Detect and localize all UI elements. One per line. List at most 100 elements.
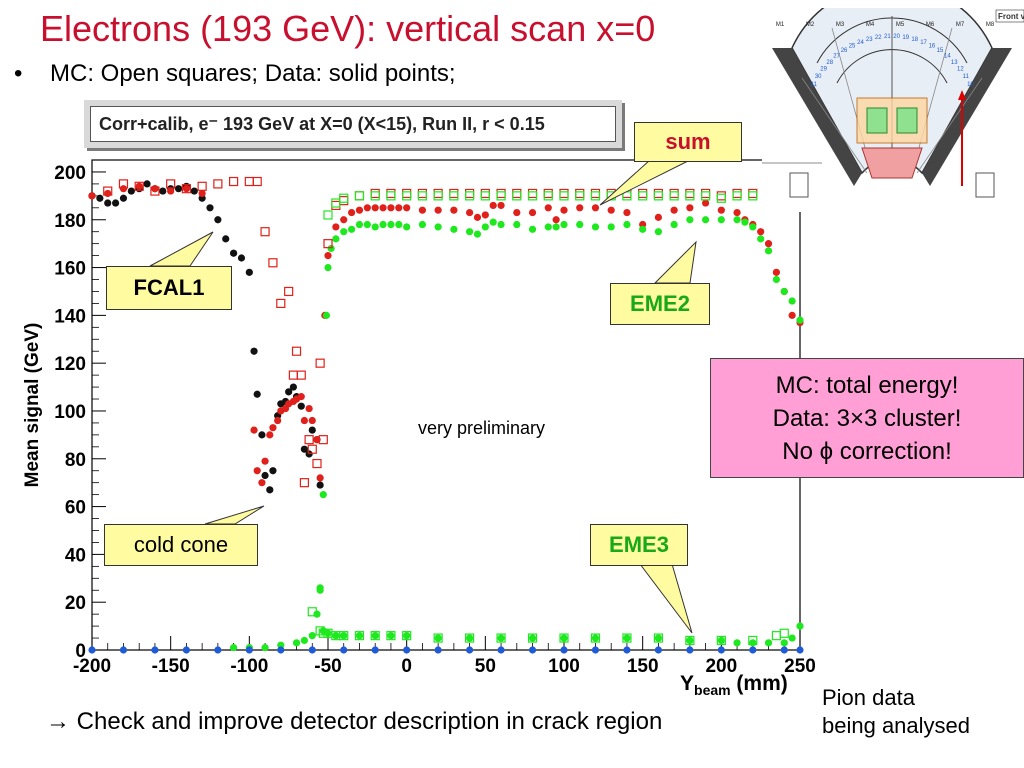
sum_mc-point (134, 181, 144, 191)
eme2_mc-point (331, 198, 341, 208)
sum_data-point (250, 426, 258, 434)
eme3_data-point (466, 634, 474, 642)
eme3_blue-point (654, 646, 663, 654)
eme3_mc-point (590, 633, 601, 643)
eme3_mc-point (527, 633, 538, 643)
y-axis-label: Mean signal (GeV) (22, 323, 43, 488)
eme2_data-point (757, 235, 765, 243)
eme3_mc-point (622, 633, 632, 643)
sum_mc-point (252, 176, 262, 187)
eme2_data-point (544, 223, 552, 231)
eme3_mc-point (318, 628, 328, 638)
eme3_data-point (733, 639, 741, 647)
sum_data-point (151, 185, 159, 193)
detector-label: M6 (926, 22, 935, 28)
eme2_data-point (639, 225, 647, 233)
x-tick-label: 100 (548, 656, 580, 677)
eme3_data-point (686, 636, 694, 645)
x-tick-label: -200 (73, 656, 111, 677)
sum_data-point (481, 211, 489, 219)
sum_data-point (395, 204, 403, 212)
fcal1_data-point (119, 194, 128, 202)
sum_mc-point (268, 258, 278, 268)
detector-label: 28 (826, 60, 833, 66)
sum_data-point (308, 416, 316, 425)
detector-label: 14 (944, 54, 951, 60)
x-tick-label: 200 (705, 656, 737, 677)
sum_data-point (135, 182, 143, 190)
eme3_blue-point (403, 646, 411, 654)
sum_mc-point (150, 186, 160, 196)
sum_data-point (88, 192, 96, 200)
y-tick-label: 20 (65, 593, 86, 614)
eme3_data-point (764, 639, 773, 647)
sum_data-point (104, 189, 112, 198)
eme3_blue-point (749, 646, 757, 654)
sum_data-point (450, 206, 458, 214)
eme2_data-point (395, 220, 403, 229)
y-tick-label: 140 (54, 306, 86, 327)
sum_data-point (403, 204, 411, 212)
cold-cone-callout: cold cone (104, 524, 258, 566)
sum-callout: sum (634, 122, 742, 162)
sum_data-point (340, 216, 348, 224)
eme3_blue-point (623, 646, 631, 654)
eme2_mc-point (417, 191, 427, 201)
detector-label: 22 (875, 35, 882, 41)
eme2_data-point (473, 230, 482, 238)
sum_data-point (607, 206, 615, 214)
detector-label: 18 (911, 37, 918, 43)
detector-label: 24 (857, 40, 864, 46)
sum_data-point (363, 204, 371, 212)
eme3_data-point (749, 639, 757, 647)
sum_data-point (497, 201, 505, 210)
eme3_data-point (292, 639, 301, 647)
eme3_blue-point (780, 646, 788, 654)
detector-label: 16 (929, 44, 936, 50)
eme2_data-point (749, 223, 757, 231)
eme3_mc-point (402, 631, 412, 641)
plot-title: Corr+calib, e⁻ 193 GeV at X=0 (X<15), Ru… (90, 106, 616, 142)
eme3_blue-point (796, 646, 804, 654)
eme2_mc-point (732, 191, 742, 201)
detector-label: M3 (836, 22, 845, 28)
sum_data-point (654, 213, 663, 221)
y-tick-label: 160 (54, 259, 86, 280)
eme3_data-point (355, 632, 364, 640)
eme3_blue-point (528, 646, 537, 654)
y-tick-label: 80 (65, 450, 86, 471)
x-tick-label: 250 (784, 656, 816, 677)
sum_data-point (560, 206, 568, 214)
fcal1_data-point (261, 471, 269, 480)
eme2_data-point (528, 225, 537, 233)
y-tick-label: 180 (54, 211, 86, 232)
sum_data-point (297, 393, 305, 401)
fcal1_data-point (96, 194, 104, 202)
fcal1_data-point (112, 199, 120, 207)
fcal1_data-point (127, 187, 135, 195)
sum_mc-point (213, 179, 223, 189)
y-tick-label: 100 (54, 402, 86, 423)
sum_mc-point (296, 370, 306, 380)
eme2_data-point (340, 228, 348, 236)
sum_data-point (434, 206, 442, 214)
fcal1_data-point (269, 467, 277, 475)
eme2_data-point (654, 228, 663, 236)
detector-label: M4 (866, 22, 875, 28)
pion-note: Pion data being analysed (822, 684, 970, 740)
fcal1_data-point (206, 204, 214, 212)
sum_data-point (473, 213, 482, 221)
eme3_mc-point (496, 633, 506, 643)
eme2_data-point (418, 220, 426, 229)
fcal1_data-point (316, 481, 324, 489)
detector-label: M7 (956, 22, 965, 28)
fcal1_data-point (159, 187, 167, 195)
eme3_data-point (497, 634, 505, 642)
eme2_data-point (607, 223, 615, 231)
detector-label: 19 (902, 35, 909, 41)
sum_mc-point (304, 435, 314, 445)
eme3_mc-point (653, 633, 664, 643)
eme2_mc-point (700, 191, 711, 201)
sum_mc-point (103, 186, 113, 196)
